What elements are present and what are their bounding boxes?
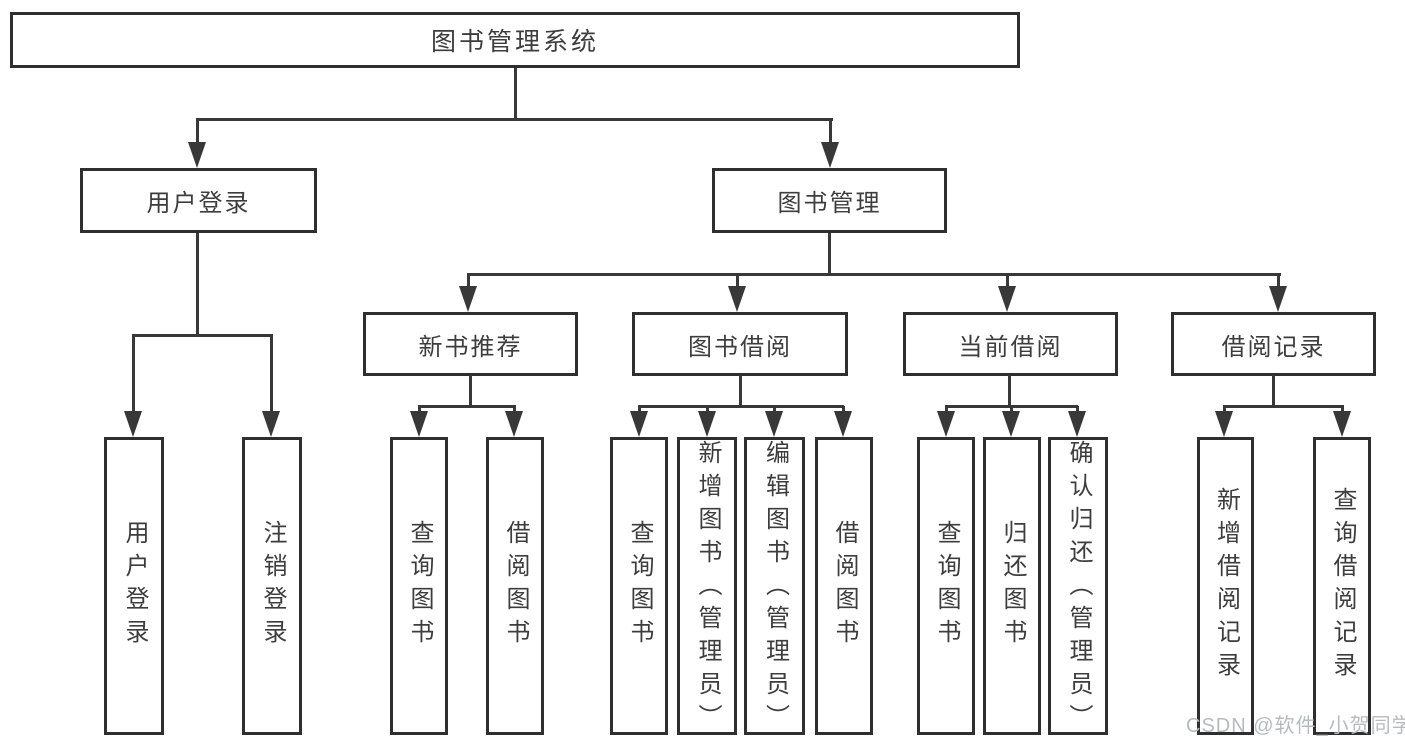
node-book-borrowing: 图书借阅 — [632, 312, 848, 376]
node-borrowing-add-books-admin: 新增图书（管理员） — [677, 437, 737, 737]
node-library-management-system: 图书管理系统 — [10, 12, 1020, 68]
node-new-book-recommend: 新书推荐 — [363, 312, 578, 376]
connector-drop — [418, 406, 421, 414]
connector-root-trunk — [514, 68, 517, 121]
connector-drop-new-book — [467, 275, 470, 289]
node-label: 查询图书 — [933, 520, 960, 652]
node-current-confirm-return-admin: 确认归还（管理员） — [1048, 437, 1108, 737]
connector-drop — [1341, 406, 1344, 414]
node-label: 用户登录 — [121, 520, 148, 652]
connector-root-split — [196, 118, 833, 121]
connector-drop — [513, 406, 516, 414]
node-current-return-books: 归还图书 — [983, 437, 1041, 735]
node-label: 用户登录 — [146, 190, 251, 217]
node-borrowing-edit-books-admin: 编辑图书（管理员） — [744, 437, 805, 737]
connector-drop — [945, 406, 948, 414]
connector-recommend-split — [418, 405, 516, 408]
connector-records-split — [1223, 405, 1344, 408]
arrow-down-icon — [998, 286, 1016, 312]
arrow-down-icon — [1068, 411, 1086, 437]
arrow-down-icon — [124, 411, 142, 437]
connector-drop-user-login — [196, 120, 199, 146]
connector-drop — [842, 406, 845, 414]
connector-drop — [638, 406, 641, 414]
arrow-down-icon — [188, 142, 206, 168]
arrow-down-icon — [410, 411, 428, 437]
csdn-watermark: CSDN @软件_小贺同学 — [1186, 715, 1405, 737]
arrow-down-icon — [698, 411, 716, 437]
node-label: 借阅图书 — [831, 520, 858, 652]
node-recommend-borrow-books: 借阅图书 — [486, 437, 544, 735]
arrow-down-icon — [505, 411, 523, 437]
node-label: 新书推荐 — [418, 333, 523, 361]
node-current-query-books: 查询图书 — [917, 437, 975, 735]
node-label: 新增借阅记录 — [1212, 487, 1240, 685]
node-recommend-query-books: 查询图书 — [390, 437, 448, 735]
node-label: 图书管理 — [777, 190, 882, 217]
arrow-down-icon — [1215, 411, 1233, 437]
node-borrowing-borrow-books: 借阅图书 — [815, 437, 873, 735]
arrow-down-icon — [937, 411, 955, 437]
arrow-down-icon — [1002, 411, 1020, 437]
connector-userlogin-trunk — [196, 233, 199, 336]
arrow-down-icon — [821, 142, 839, 168]
node-label: 图书借阅 — [688, 333, 792, 361]
node-borrow-records: 借阅记录 — [1171, 312, 1376, 376]
connector-bookmgmt-trunk — [828, 233, 831, 276]
connector-drop — [773, 406, 776, 414]
arrow-down-icon — [1333, 411, 1351, 437]
arrow-down-icon — [728, 286, 746, 312]
node-label: 查询图书 — [626, 520, 653, 652]
node-label: 借阅图书 — [502, 520, 529, 652]
arrow-down-icon — [765, 411, 783, 437]
connector-borrowing-trunk — [739, 375, 742, 407]
node-label: 当前借阅 — [958, 333, 1063, 361]
node-label: 查询图书 — [406, 520, 433, 652]
connector-recommend-trunk — [469, 375, 472, 407]
node-label: 编辑图书（管理员） — [761, 440, 789, 737]
connector-drop — [706, 406, 709, 414]
connector-drop — [1223, 406, 1226, 414]
arrow-down-icon — [630, 411, 648, 437]
node-logout: 注销登录 — [242, 437, 302, 735]
connector-records-trunk — [1272, 375, 1275, 407]
connector-bookmgmt-split — [467, 273, 1281, 276]
arrow-down-icon — [1269, 286, 1287, 312]
node-records-add-borrow-record: 新增借阅记录 — [1197, 437, 1254, 735]
node-user-login-branch: 用户登录 — [80, 168, 317, 233]
connector-drop-borrow-records — [1277, 275, 1280, 289]
connector-current-trunk — [1008, 375, 1011, 407]
node-borrowing-query-books: 查询图书 — [610, 437, 668, 735]
connector-drop — [1010, 406, 1013, 414]
node-current-borrowing: 当前借阅 — [903, 312, 1118, 376]
node-records-query-borrow-record: 查询借阅记录 — [1313, 437, 1371, 735]
node-label: 注销登录 — [259, 520, 286, 652]
node-label: 查询借阅记录 — [1329, 487, 1356, 685]
arrow-down-icon — [834, 411, 852, 437]
connector-borrowing-split — [638, 405, 844, 408]
node-label: 确认归还（管理员） — [1065, 440, 1092, 737]
node-user-login-leaf: 用户登录 — [104, 437, 164, 735]
node-label: 新增图书（管理员） — [694, 440, 721, 737]
connector-drop-book-management — [829, 120, 832, 146]
node-label: 借阅记录 — [1221, 333, 1326, 361]
arrow-down-icon — [262, 411, 280, 437]
connector-userlogin-split — [132, 334, 273, 337]
connector-drop — [1076, 406, 1079, 414]
connector-drop-book-borrowing — [736, 275, 739, 289]
node-book-management: 图书管理 — [712, 168, 947, 233]
connector-drop-logout — [270, 336, 273, 412]
node-label: 图书管理系统 — [430, 28, 599, 56]
arrow-down-icon — [459, 286, 477, 312]
node-label: 归还图书 — [999, 520, 1026, 652]
connector-drop-current-borrowing — [1006, 275, 1009, 289]
connector-drop-login — [132, 336, 135, 412]
